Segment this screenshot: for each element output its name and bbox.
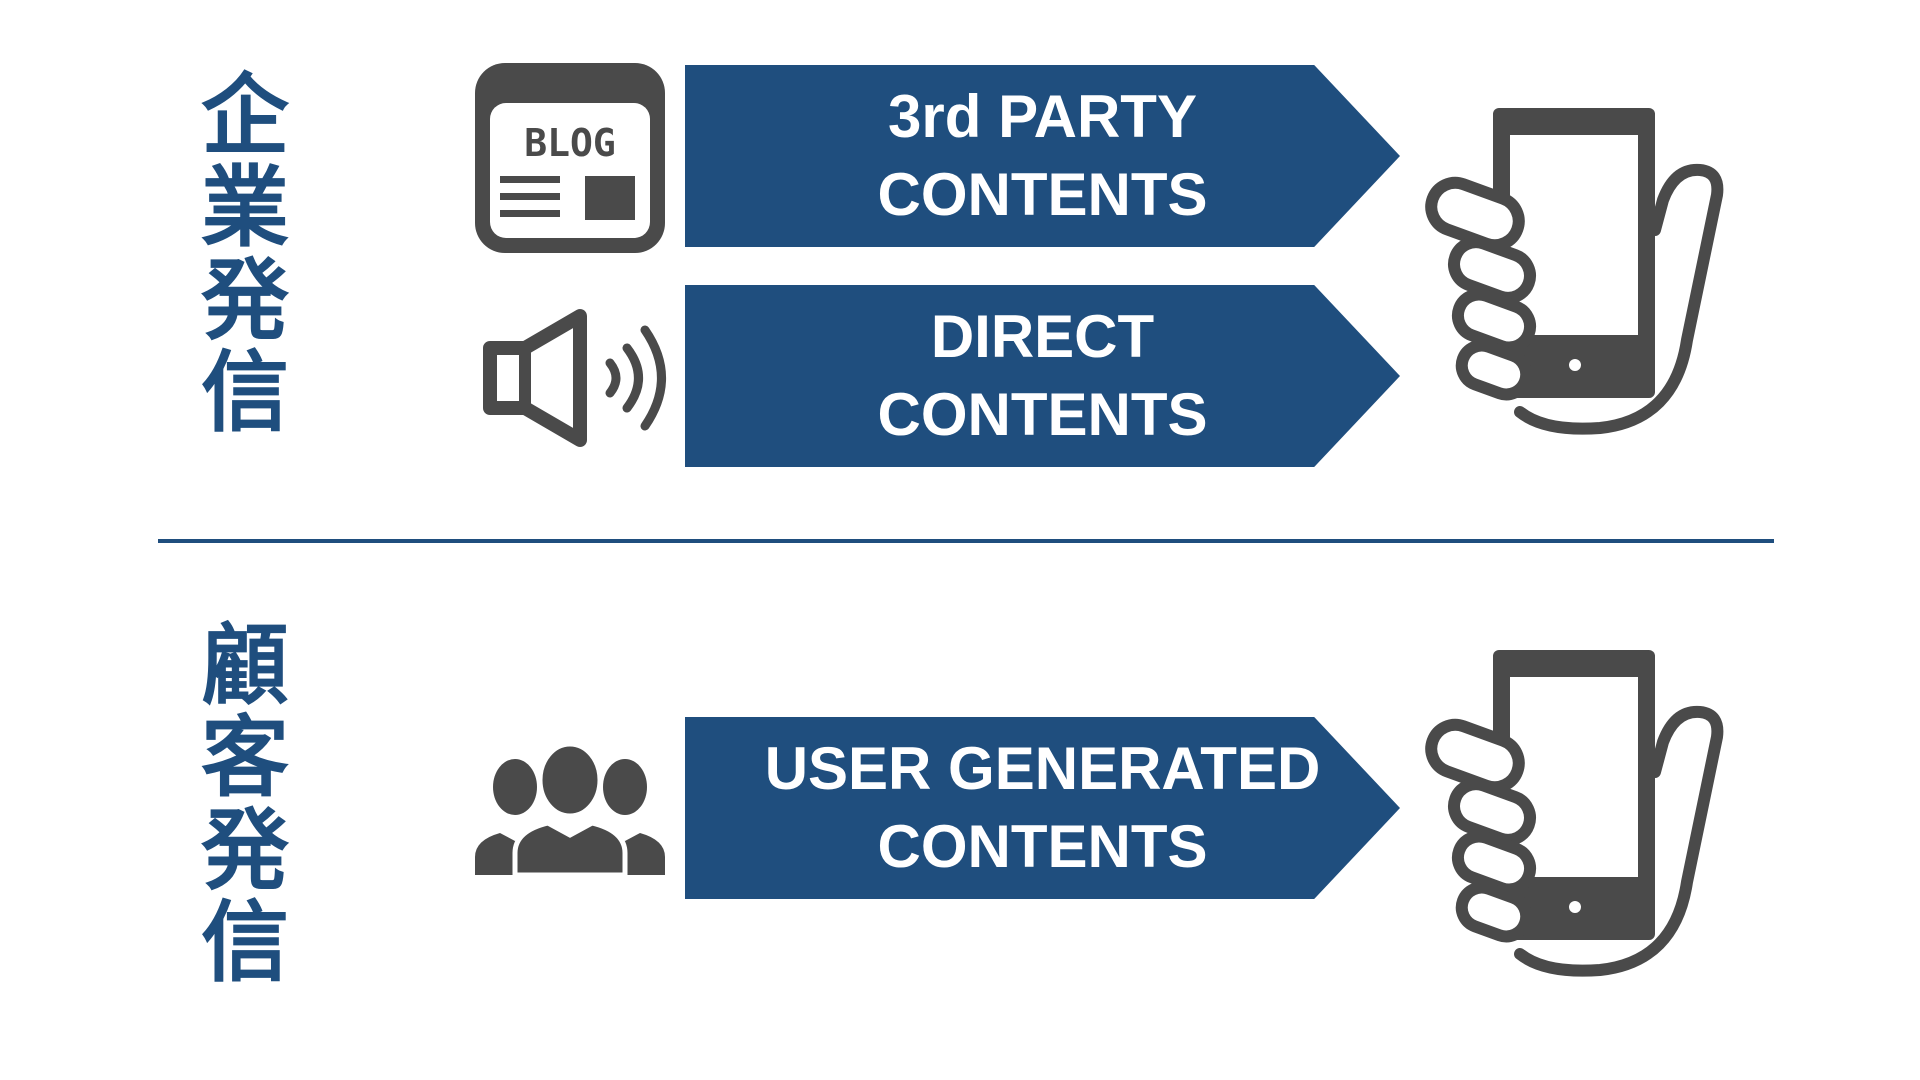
speaker-icon xyxy=(483,309,666,447)
arrow-line: CONTENTS xyxy=(877,813,1208,880)
blog-icon: BLOG xyxy=(475,63,665,253)
customer-label-char: 客 xyxy=(200,706,289,810)
customer-label-char: 信 xyxy=(200,891,289,995)
arrow-line: USER GENERATED xyxy=(764,735,1321,802)
arrow-line: 3rd PARTY xyxy=(888,83,1197,150)
corporate-label-char: 業 xyxy=(200,156,289,260)
corporate-label-char: 企 xyxy=(200,64,289,167)
arrow-line: DIRECT xyxy=(930,303,1155,370)
direct-contents-arrow: DIRECT CONTENTS xyxy=(685,285,1400,467)
corporate-label-char: 信 xyxy=(200,341,289,445)
arrow-line: CONTENTS xyxy=(877,381,1208,448)
third-party-contents-arrow: 3rd PARTY CONTENTS xyxy=(685,65,1400,247)
arrow-line: CONTENTS xyxy=(877,161,1208,228)
users-icon xyxy=(475,745,665,875)
customer-label-char: 顧 xyxy=(200,614,289,717)
corporate-label-char: 発 xyxy=(200,248,289,352)
customer-label: 顧 客 発 信 xyxy=(190,614,300,995)
blog-icon-text: BLOG xyxy=(524,121,616,165)
corporate-label: 企 業 発 信 xyxy=(190,64,300,445)
customer-label-char: 発 xyxy=(200,798,289,902)
hand-holding-smartphone-icon xyxy=(1425,108,1724,435)
hand-holding-smartphone-icon xyxy=(1425,650,1724,977)
section-divider xyxy=(158,539,1774,543)
user-generated-contents-arrow: USER GENERATED CONTENTS xyxy=(685,717,1400,899)
